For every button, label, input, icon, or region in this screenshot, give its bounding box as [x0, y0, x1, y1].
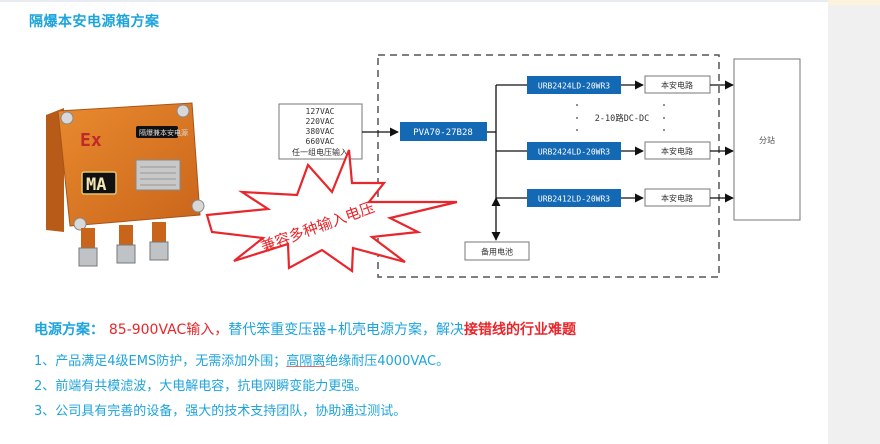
solution-problem: 接错线的行业难题 [464, 322, 576, 338]
solution-line: 电源方案： 85-900VAC输入，替代笨重变压器+机壳电源方案，解决接错线的行… [34, 319, 576, 339]
circuit-label: 本安电路 [661, 146, 693, 156]
solution-description: 替代笨重变压器+机壳电源方案，解决 [228, 322, 464, 338]
starburst-callout: 兼容多种输入电压 [205, 149, 458, 274]
substation-label: 分站 [759, 135, 775, 145]
dcdc-module: URB2424LD-20WR3 [527, 142, 621, 160]
intrinsic-circuit-box: 本安电路 [644, 188, 711, 207]
power-scheme-diagram: Ex MA 隔爆兼本安电源 127VAC 220VAC 380VAC 660VA… [46, 54, 801, 278]
product-image: Ex MA 隔爆兼本安电源 [46, 102, 205, 267]
solution-label: 电源方案： [34, 322, 104, 338]
feature-point: 3、公司具有完善的设备，强大的技术支持团队，协助通过测试。 [34, 404, 407, 419]
circuit-label: 本安电路 [661, 80, 693, 90]
nameplate-text: 隔爆兼本安电源 [139, 128, 188, 137]
main-module: PVA70-27B28 [400, 122, 487, 141]
input-voltage-380: 380VAC [306, 127, 335, 136]
side-panel-strip [828, 0, 880, 5]
cable-glands [78, 222, 169, 267]
ex-mark: Ex [80, 130, 102, 151]
intrinsic-circuit-box: 本安电路 [644, 141, 711, 160]
dcdc-module-label: URB2424LD-20WR3 [538, 148, 610, 157]
feature-point: 2、前端有共模滤波，大电解电容，抗电网瞬变能力更强。 [34, 379, 368, 394]
feature-point-text: 1、产品满足4级EMS防护，无需添加外围； [34, 354, 287, 369]
nameplate-black [136, 126, 178, 138]
feature-point-underlined: 高隔离 [286, 354, 326, 369]
ma-badge [81, 171, 117, 195]
page-title: 隔爆本安电源箱方案 [29, 14, 160, 30]
feature-point-suffix: 绝缘耐压4000VAC。 [325, 354, 450, 369]
battery-label: 备用电池 [481, 247, 513, 257]
feature-point: 1、产品满足4级EMS防护，无需添加外围；高隔离绝缘耐压4000VAC。 [34, 350, 449, 369]
dcdc-module-label: URB2424LD-20WR3 [538, 82, 610, 91]
dcdc-module-label: URB2412LD-20WR3 [538, 195, 610, 204]
input-voltage-127: 127VAC [306, 107, 335, 116]
input-voltage-660: 660VAC [306, 137, 335, 146]
substation-box: 分站 [733, 58, 801, 221]
channel-note-label: 2-10路DC-DC [595, 113, 650, 124]
enclosure-boundary [377, 54, 720, 278]
battery-box: 备用电池 [464, 241, 530, 261]
solution-voltage-range: 85-900VAC输入， [108, 322, 229, 338]
input-voltage-any: 任一组电压输入 [292, 147, 348, 157]
main-module-label: PVA70-27B28 [413, 128, 473, 138]
side-panel [828, 0, 880, 444]
dcdc-module: URB2424LD-20WR3 [527, 76, 621, 94]
top-border [0, 0, 828, 2]
intrinsic-circuit-box: 本安电路 [644, 75, 711, 94]
circuit-label: 本安电路 [661, 193, 693, 203]
input-voltage-220: 220VAC [306, 117, 335, 126]
channel-note: 2-10路DC-DC [576, 104, 665, 131]
ma-mark: MA [86, 175, 106, 195]
dcdc-module: URB2412LD-20WR3 [527, 189, 621, 207]
